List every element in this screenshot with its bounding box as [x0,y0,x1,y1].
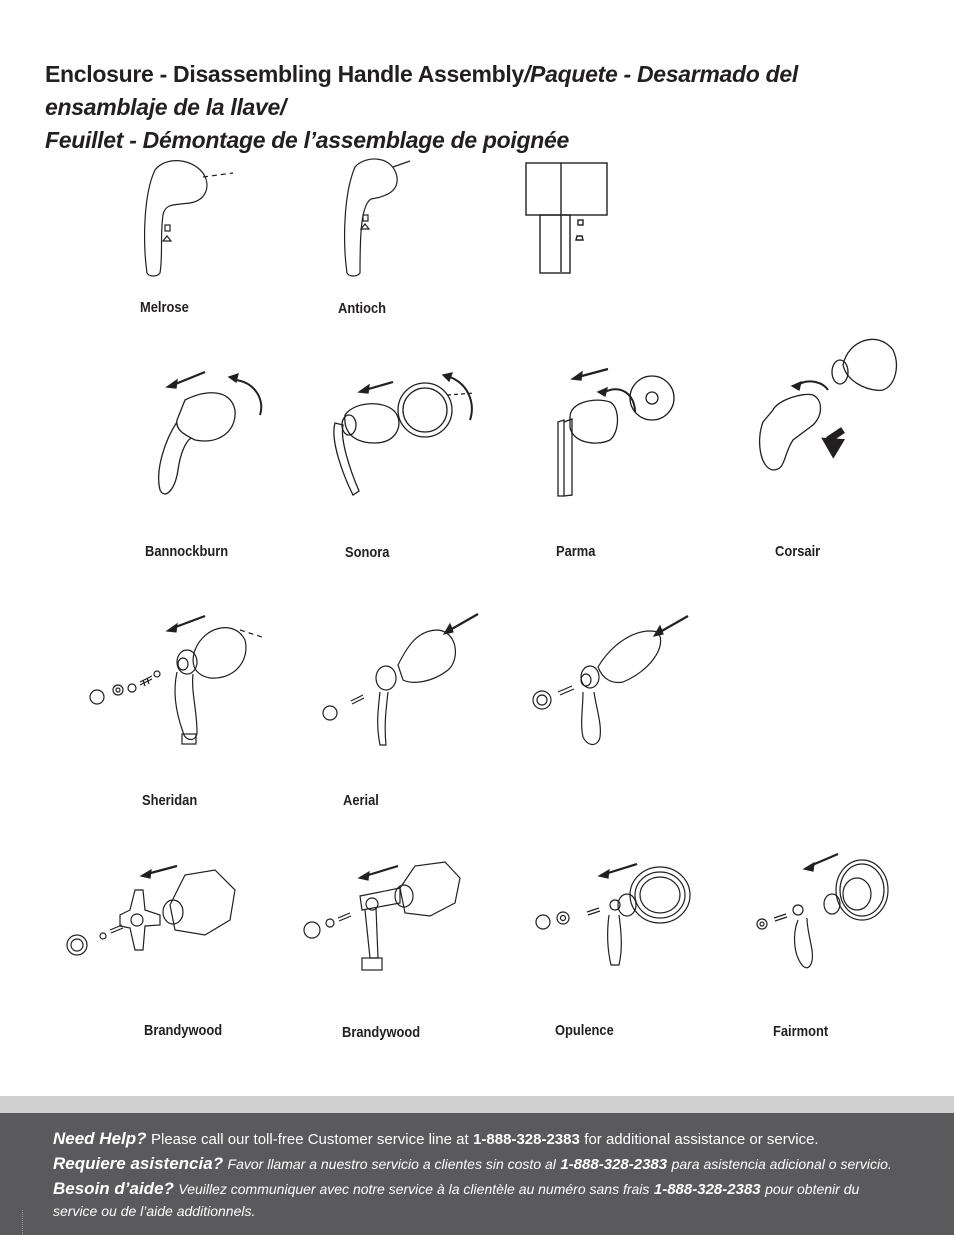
aerial-illustration [318,610,488,755]
crop-mark [22,1210,24,1235]
sonora-illustration [325,365,485,510]
title-es: /Paquete - Desarmado del ensamblaje de l… [45,61,798,120]
title-fr: Feuillet - Démontage de l’assemblage de … [45,127,569,153]
corsair-illustration [748,330,908,500]
label-brandywood-1: Brandywood [144,1022,223,1039]
label-melrose: Melrose [140,299,189,316]
melrose-illustration [135,155,245,280]
brandywood-lever-illustration [300,858,470,978]
label-opulence: Opulence [555,1022,614,1039]
help-line-en: Need Help? Please call our toll-free Cus… [53,1129,819,1148]
label-bannockburn: Bannockburn [145,543,229,560]
lever-bell-illustration [528,612,698,752]
label-sheridan: Sheridan [142,792,198,809]
antioch-illustration [335,155,445,280]
help-line-fr: Besoin d’aide? Veuillez communiquer avec… [53,1179,860,1198]
page-title: Enclosure - Disassembling Handle Assembl… [45,58,925,157]
label-antioch: Antioch [338,300,387,317]
help-footer: Need Help? Please call our toll-free Cus… [0,1113,954,1235]
label-parma: Parma [556,543,596,560]
help-line-es: Requiere asistencia? Favor llamar a nues… [53,1154,892,1173]
help-heading-es: Requiere asistencia? [53,1154,224,1173]
brandywood-cross-illustration [55,860,245,965]
sheridan-illustration [85,610,275,755]
bannockburn-illustration [145,360,275,510]
footer-divider-strip [0,1096,954,1113]
parma-illustration [550,362,690,502]
label-brandywood-2: Brandywood [342,1024,421,1041]
label-fairmont: Fairmont [773,1023,829,1040]
modern-square-handle-illustration [525,162,615,277]
opulence-illustration [535,860,705,975]
help-line-fr-cont: service ou de l’aide additionnels. [53,1203,256,1219]
title-en: Enclosure - Disassembling Handle Assembl… [45,61,524,87]
label-aerial: Aerial [343,792,379,809]
fairmont-illustration [752,850,902,975]
label-sonora: Sonora [345,544,390,561]
help-phone-fr: 1-888-328-2383 [653,1181,761,1198]
help-heading-fr: Besoin d’aide? [53,1179,174,1198]
help-heading-en: Need Help? [53,1129,147,1148]
help-phone-en: 1-888-328-2383 [473,1131,580,1148]
help-phone-es: 1-888-328-2383 [560,1156,668,1173]
label-corsair: Corsair [775,543,821,560]
